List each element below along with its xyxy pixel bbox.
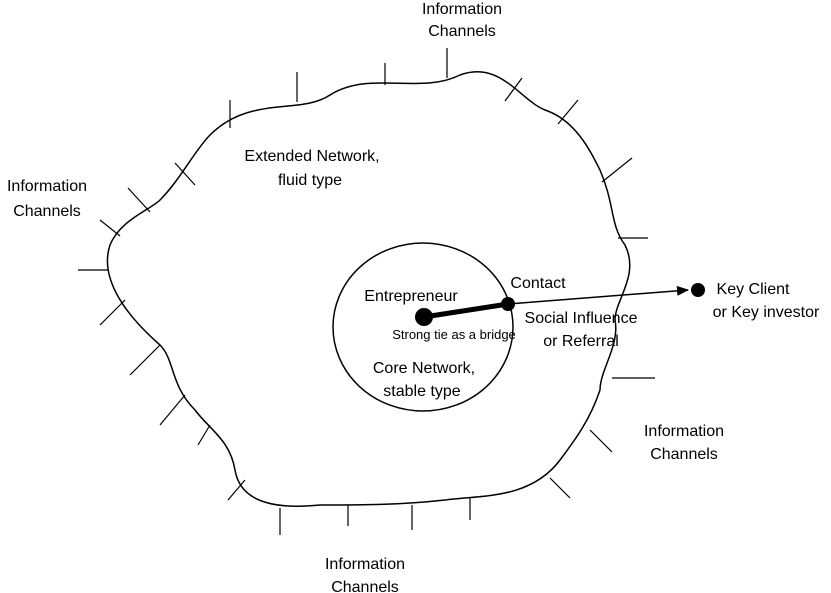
channel-tick bbox=[129, 344, 161, 376]
extended-network-label-line2: fluid type bbox=[278, 172, 342, 189]
social-influence-label-line1: Social Influence bbox=[525, 310, 638, 327]
channel-tick bbox=[174, 162, 196, 186]
strong-tie-label: Strong tie as a bridge bbox=[392, 327, 516, 342]
entrepreneur-node bbox=[415, 308, 433, 326]
channel-tick bbox=[601, 157, 633, 183]
info-channels-bottom-line1: Information bbox=[325, 556, 405, 573]
channel-tick bbox=[197, 424, 211, 446]
info-channels-left-line1: Information bbox=[7, 178, 87, 195]
info-channels-left-line2: Channels bbox=[13, 203, 81, 220]
channel-tick bbox=[99, 219, 121, 237]
channel-tick bbox=[549, 477, 571, 499]
channel-tick bbox=[227, 479, 246, 501]
info-channels-right-line2: Channels bbox=[650, 446, 718, 463]
extended-network-boundary bbox=[106, 71, 631, 507]
key-client-label-line1: Key Client bbox=[717, 281, 790, 298]
channel-tick bbox=[589, 429, 613, 453]
info-channels-right-line1: Information bbox=[644, 423, 724, 440]
info-channels-top-line1: Information bbox=[422, 1, 502, 18]
channel-tick bbox=[127, 187, 151, 213]
key-client-label-line2: or Key investor bbox=[713, 304, 820, 321]
channel-ticks bbox=[78, 48, 655, 535]
channel-tick bbox=[557, 99, 579, 125]
referral-arrow bbox=[507, 285, 689, 305]
channel-tick bbox=[504, 77, 523, 102]
channel-tick bbox=[99, 299, 126, 326]
strong-tie-edge bbox=[423, 301, 509, 320]
contact-label: Contact bbox=[510, 275, 566, 292]
entrepreneur-label: Entrepreneur bbox=[364, 288, 458, 305]
key-client-node bbox=[691, 283, 705, 297]
social-influence-label-line2: or Referral bbox=[543, 333, 619, 350]
extended-network-label-line1: Extended Network, bbox=[244, 148, 379, 165]
core-network-circle bbox=[332, 242, 514, 412]
channel-tick bbox=[159, 394, 186, 426]
info-channels-top-line2: Channels bbox=[428, 23, 496, 40]
core-network-label-line1: Core Network, bbox=[373, 360, 475, 377]
contact-node bbox=[501, 297, 515, 311]
info-channels-bottom-line2: Channels bbox=[331, 579, 399, 593]
core-network-label-line2: stable type bbox=[383, 383, 460, 400]
